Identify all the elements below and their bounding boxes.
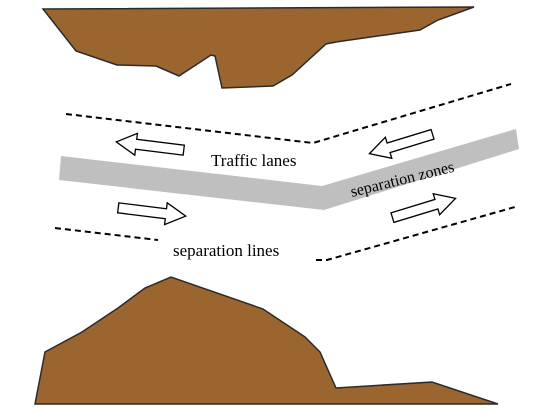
landmass-bottom bbox=[34, 276, 499, 405]
arrow-icon-lower-right bbox=[390, 192, 457, 224]
landmass-top bbox=[41, 6, 475, 89]
separation-line-lower-left bbox=[54, 227, 159, 241]
arrow-icon-upper-right bbox=[368, 128, 435, 160]
separation-zone bbox=[59, 129, 519, 210]
arrow-icon-lower-left bbox=[116, 201, 188, 226]
separation-line-lower-right bbox=[316, 206, 516, 261]
label-traffic-lanes: Traffic lanes bbox=[211, 151, 296, 170]
separation-line-upper bbox=[65, 83, 512, 145]
arrow-icon-upper-left bbox=[114, 132, 186, 157]
label-separation-lines: separation lines bbox=[173, 241, 279, 260]
